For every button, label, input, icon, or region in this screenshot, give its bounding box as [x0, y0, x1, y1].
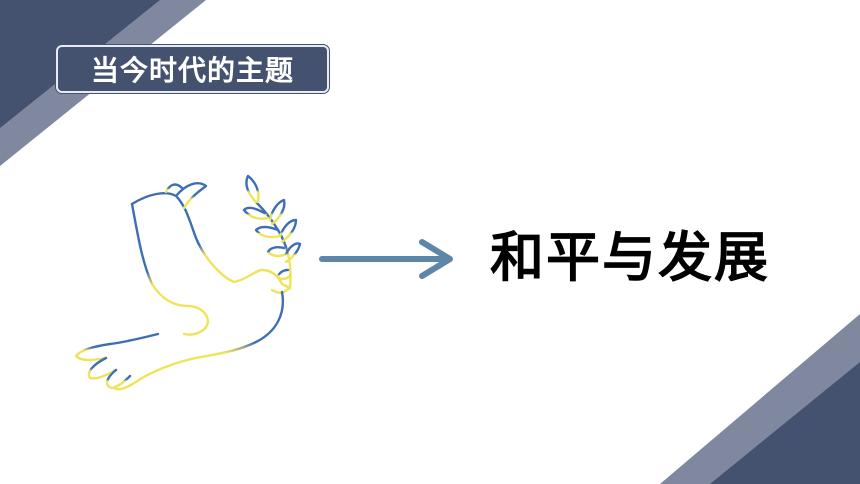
peace-dove-icon [66, 166, 316, 406]
section-title-badge: 当今时代的主题 [56, 45, 329, 93]
headline: 和平与发展 [490, 226, 770, 289]
corner-decoration-bottom-right [660, 314, 860, 484]
section-title: 当今时代的主题 [90, 54, 294, 87]
right-arrow-icon [318, 236, 460, 282]
